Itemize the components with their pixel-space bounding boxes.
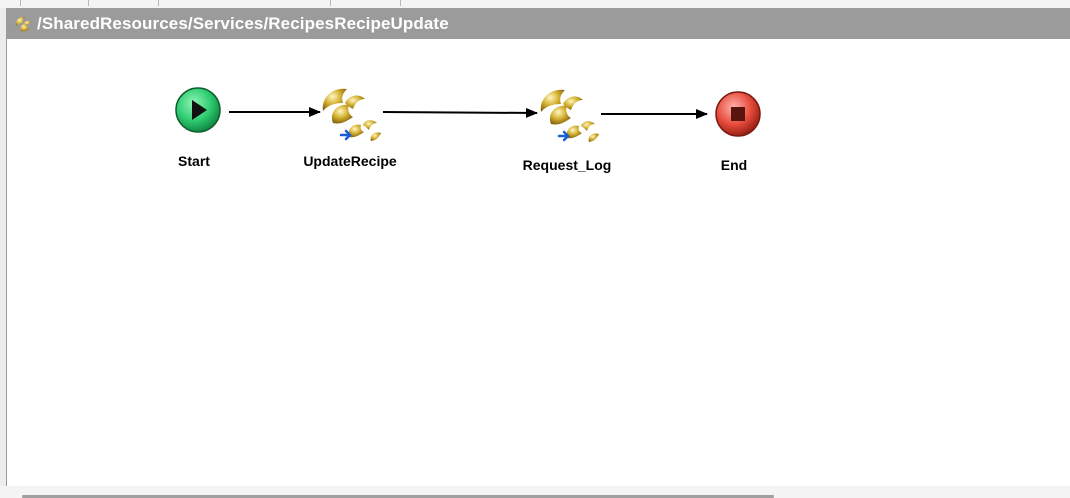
- requestlog-activity-icon[interactable]: [537, 86, 601, 148]
- horizontal-scrollbar[interactable]: [22, 495, 774, 498]
- transitions-layer: [229, 107, 708, 119]
- top-toolbar-strip: [0, 0, 1070, 8]
- process-icon: [15, 16, 31, 32]
- requestlog-activity-label: Request_Log: [522, 157, 612, 173]
- end-node-icon[interactable]: [714, 90, 762, 138]
- end-node-label: End: [720, 157, 748, 173]
- process-path-title: /SharedResources/Services/RecipesRecipeU…: [37, 14, 449, 33]
- process-diagram-canvas[interactable]: Start UpdateRecipe: [7, 39, 1070, 498]
- process-titlebar: /SharedResources/Services/RecipesRecipeU…: [7, 8, 1070, 39]
- updaterecipe-activity-label: UpdateRecipe: [303, 153, 397, 169]
- start-node-label: Start: [178, 153, 210, 169]
- start-node-icon[interactable]: [174, 86, 222, 134]
- transition-updaterecipe-to-requestlog[interactable]: [382, 107, 538, 118]
- process-editor-panel: /SharedResources/Services/RecipesRecipeU…: [6, 8, 1070, 498]
- updaterecipe-activity-icon[interactable]: [319, 85, 383, 147]
